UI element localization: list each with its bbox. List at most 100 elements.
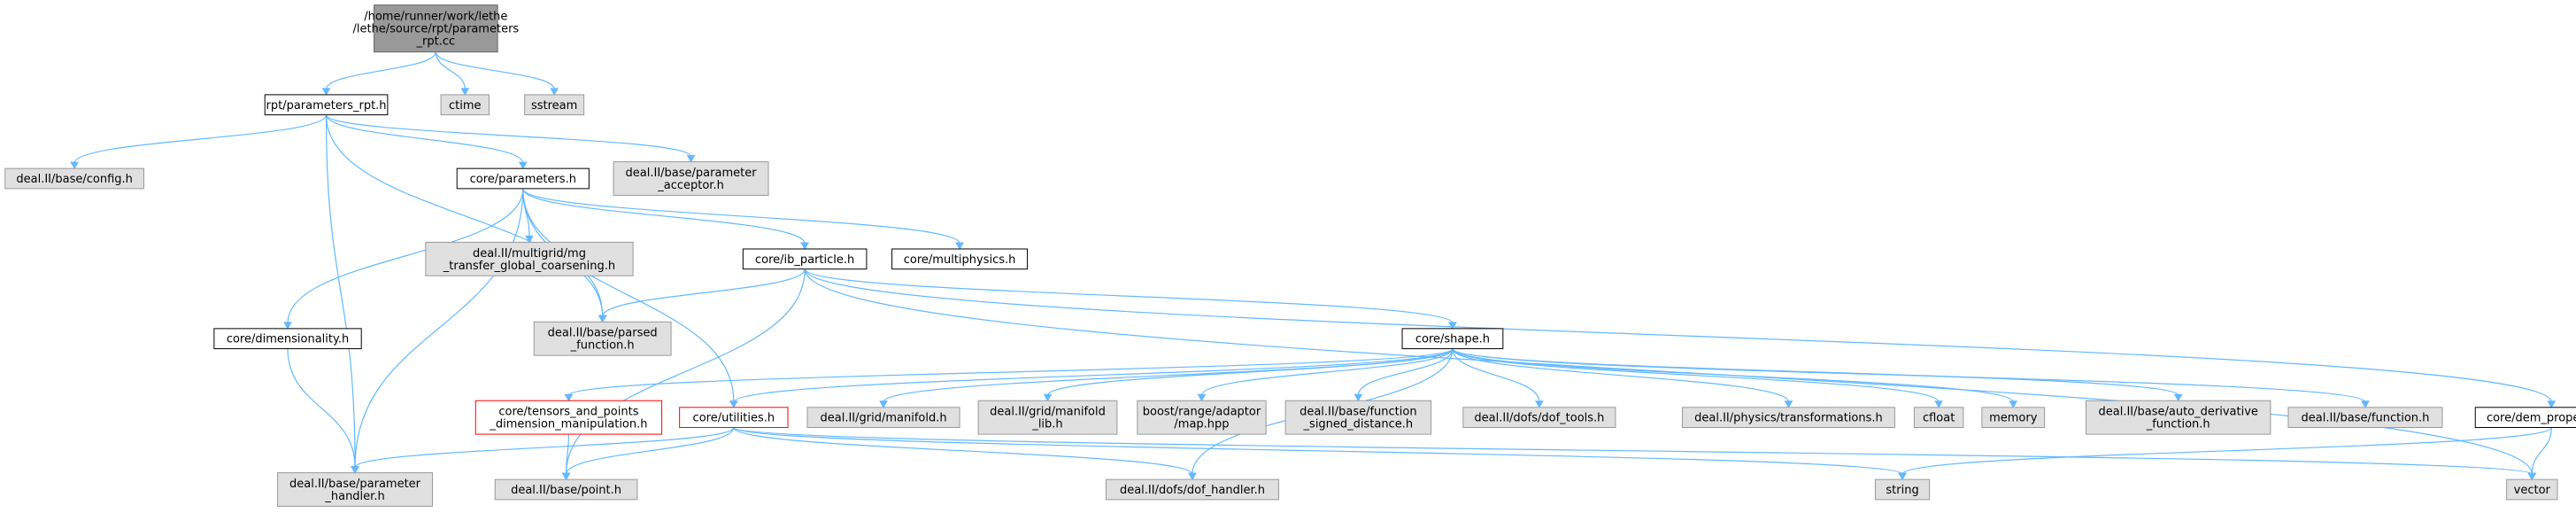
node-label: deal.II/base/function.h bbox=[2302, 412, 2430, 425]
node-cfloat[interactable]: cfloat bbox=[1913, 407, 1964, 429]
node-core-tensors-and-points[interactable]: core/tensors_and_points_dimension_manipu… bbox=[474, 400, 663, 435]
node-label: deal.II/physics/transformations.h bbox=[1694, 412, 1883, 425]
edge-core_shape_h-to-dealii_dofs_dof_tools_h bbox=[1452, 348, 1544, 408]
node-box[interactable] bbox=[1105, 478, 1279, 501]
node-label: _signed_distance.h bbox=[1303, 418, 1414, 431]
node-dealii-base-function-signed-distance-h[interactable]: deal.II/base/function_signed_distance.h bbox=[1284, 400, 1432, 435]
edge-core_shape_h-to-dealii_base_function_h bbox=[1452, 348, 2370, 408]
node-label: core/multiphysics.h bbox=[904, 253, 1016, 267]
node-box[interactable] bbox=[4, 167, 145, 190]
node-label: sstream bbox=[531, 99, 577, 113]
node-memory[interactable]: memory bbox=[1981, 407, 2046, 429]
node-dealii-base-auto-derivative-function-h[interactable]: deal.II/base/auto_derivative_function.h bbox=[2085, 400, 2271, 435]
node-box[interactable] bbox=[277, 472, 434, 507]
node-rpt-parameters-rpt-h[interactable]: rpt/parameters_rpt.h bbox=[264, 94, 389, 116]
node-box[interactable] bbox=[977, 400, 1118, 435]
node-box[interactable] bbox=[1681, 407, 1895, 429]
node-dealii-base-parameter-handler-h[interactable]: deal.II/base/parameter_handler.h bbox=[277, 472, 434, 507]
edge-rpt_parameters_rpt_h-to-dealii_base_config_h bbox=[70, 114, 328, 170]
node-box[interactable] bbox=[425, 241, 634, 276]
node-box[interactable] bbox=[1462, 407, 1616, 429]
node-box[interactable] bbox=[1284, 400, 1432, 435]
node-core-dimensionality-h[interactable]: core/dimensionality.h bbox=[213, 328, 362, 350]
node-boost-range-adaptor-map-hpp[interactable]: boost/range/adaptor/map.hpp bbox=[1137, 400, 1267, 435]
edge-core_shape_h-to-dealii_base_auto_derivative_function_h bbox=[1452, 348, 2183, 402]
edge-core_shape_h-to-memory bbox=[1452, 348, 2018, 408]
node-label: deal.II/dofs/dof_tools.h bbox=[1474, 412, 1604, 425]
edge-core_shape_h-to-dealii_physics_transformations_h bbox=[1452, 348, 1793, 408]
node-box[interactable] bbox=[1137, 400, 1267, 435]
node-box[interactable] bbox=[456, 167, 590, 190]
node-box[interactable] bbox=[474, 400, 663, 435]
node-dealii-grid-manifold-lib-h[interactable]: deal.II/grid/manifold_lib.h bbox=[977, 400, 1118, 435]
node-ctime[interactable]: ctime bbox=[440, 94, 490, 116]
node-box[interactable] bbox=[1981, 407, 2046, 429]
node-box[interactable] bbox=[2085, 400, 2271, 435]
node-label: deal.II/base/parameter bbox=[289, 478, 421, 491]
node-label: deal.II/base/parsed bbox=[548, 327, 658, 340]
node-dealii-multigrid-mg-transfer[interactable]: deal.II/multigrid/mg_transfer_global_coa… bbox=[425, 241, 634, 276]
node-label: _lib.h bbox=[1031, 418, 1062, 431]
node-label: core/utilities.h bbox=[693, 412, 775, 425]
node-label: _function.h bbox=[2146, 418, 2210, 431]
node-box[interactable] bbox=[891, 248, 1029, 270]
edge-core_shape_h-to-boost_range_adaptor_map_hpp bbox=[1197, 348, 1454, 402]
node-box[interactable] bbox=[533, 321, 672, 356]
edge-core_shape_h-to-dealii_grid_manifold_h bbox=[879, 348, 1454, 408]
edge-core_shape_h-to-dealii_base_function_signed_distance_h bbox=[1354, 348, 1454, 402]
node-box[interactable] bbox=[2287, 407, 2443, 429]
node-label: _transfer_global_coarsening.h bbox=[443, 260, 615, 273]
node-core-shape-h[interactable]: core/shape.h bbox=[1401, 328, 1504, 350]
node-box[interactable] bbox=[524, 94, 585, 116]
node-label: vector bbox=[2514, 484, 2551, 497]
node-label: core/ib_particle.h bbox=[755, 253, 854, 267]
node-label: /lethe/source/rpt/parameters bbox=[352, 23, 519, 36]
node-core-ib-particle-h[interactable]: core/ib_particle.h bbox=[742, 248, 868, 270]
node-box[interactable] bbox=[2474, 407, 2576, 429]
edge-rpt_parameters_rpt_h-to-dealii_base_parsed_function_h bbox=[325, 114, 607, 323]
node-box[interactable] bbox=[806, 407, 960, 429]
edge-rpt_parameters_rpt_h-to-dealii_base_parameter_acceptor_h bbox=[325, 114, 696, 163]
edge-root-to-rpt_parameters_rpt_h bbox=[321, 51, 436, 96]
node-box[interactable] bbox=[742, 248, 868, 270]
node-dealii-base-parameter-acceptor-h[interactable]: deal.II/base/parameter_acceptor.h bbox=[613, 161, 769, 196]
edge-core_shape_h-to-core_tensors_and_points bbox=[564, 348, 1454, 402]
node-dealii-physics-transformations-h[interactable]: deal.II/physics/transformations.h bbox=[1681, 407, 1895, 429]
node-vector[interactable]: vector bbox=[2506, 478, 2558, 501]
node-dealii-base-point-h[interactable]: deal.II/base/point.h bbox=[494, 478, 638, 501]
node-dealii-dofs-dof-tools-h[interactable]: deal.II/dofs/dof_tools.h bbox=[1462, 407, 1616, 429]
node-dealii-base-parsed-function-h[interactable]: deal.II/base/parsed_function.h bbox=[533, 321, 672, 356]
node-box[interactable] bbox=[213, 328, 362, 350]
node-core-multiphysics-h[interactable]: core/multiphysics.h bbox=[891, 248, 1029, 270]
node-box[interactable] bbox=[264, 94, 389, 116]
edge-core_shape_h-to-cfloat bbox=[1452, 348, 1944, 408]
node-box[interactable] bbox=[440, 94, 490, 116]
node-string[interactable]: string bbox=[1874, 478, 1931, 501]
node-dealii-grid-manifold-h[interactable]: deal.II/grid/manifold.h bbox=[806, 407, 960, 429]
node-box[interactable] bbox=[1401, 328, 1504, 350]
node-box[interactable] bbox=[613, 161, 769, 196]
nodes-layer: /home/runner/work/lethe/lethe/source/rpt… bbox=[4, 4, 2576, 507]
node-sstream[interactable]: sstream bbox=[524, 94, 585, 116]
node-dealii-dofs-dof-handler-h[interactable]: deal.II/dofs/dof_handler.h bbox=[1105, 478, 1279, 501]
edge-core_dem_properties_h-to-string bbox=[1898, 426, 2552, 481]
node-box[interactable] bbox=[374, 4, 498, 53]
node-root[interactable]: /home/runner/work/lethe/lethe/source/rpt… bbox=[352, 4, 519, 53]
node-dealii-base-config-h[interactable]: deal.II/base/config.h bbox=[4, 167, 145, 190]
node-label: boost/range/adaptor bbox=[1143, 406, 1261, 419]
node-box[interactable] bbox=[2506, 478, 2558, 501]
node-label: core/parameters.h bbox=[470, 173, 576, 186]
node-label: ctime bbox=[449, 99, 482, 113]
node-box[interactable] bbox=[494, 478, 638, 501]
node-label: core/dem_properties.h bbox=[2487, 412, 2576, 425]
node-label: deal.II/base/point.h bbox=[511, 484, 621, 497]
node-box[interactable] bbox=[1874, 478, 1931, 501]
node-core-parameters-h[interactable]: core/parameters.h bbox=[456, 167, 590, 190]
node-core-dem-properties-h[interactable]: core/dem_properties.h bbox=[2474, 407, 2576, 429]
edge-core_ib_particle_h-to-dealii_base_parsed_function_h bbox=[598, 268, 806, 323]
node-dealii-base-function-h[interactable]: deal.II/base/function.h bbox=[2287, 407, 2443, 429]
node-label: _dimension_manipulation.h bbox=[489, 418, 647, 431]
node-core-utilities-h[interactable]: core/utilities.h bbox=[679, 407, 789, 429]
node-box[interactable] bbox=[679, 407, 789, 429]
node-box[interactable] bbox=[1913, 407, 1964, 429]
